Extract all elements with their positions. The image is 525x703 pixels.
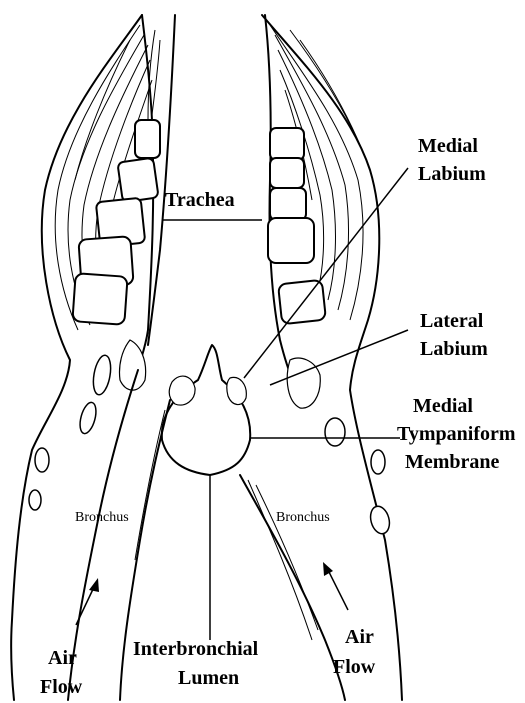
left-tracheal-wall [11, 15, 175, 700]
lateral-labium-label-line2: Labium [420, 338, 488, 360]
air-flow-arrow-left [76, 578, 99, 625]
trachea-label: Trachea [165, 189, 235, 211]
air-flow-left-label-line1: Air [48, 647, 77, 669]
right-tracheal-rings [268, 128, 326, 324]
air-flow-left-label-line2: Flow [40, 676, 83, 698]
bronchus-left-label: Bronchus [75, 510, 129, 525]
medial-labium-label-line2: Labium [418, 163, 486, 185]
mtm-label-line1: Medial [413, 395, 473, 417]
mtm-label-line2: Tympaniform [397, 423, 516, 445]
air-flow-right-label-line2: Flow [333, 656, 376, 678]
air-flow-arrow-right [323, 562, 348, 610]
medial-labia-tissue [169, 376, 246, 405]
interbronchial-lumen-label-line2: Lumen [178, 667, 239, 689]
interbronchial-lumen-label-line1: Interbronchial [133, 638, 259, 660]
bronchus-right-label: Bronchus [276, 510, 330, 525]
right-tracheal-wall [262, 15, 402, 700]
left-tracheal-rings [72, 120, 160, 325]
medial-tympaniform-membrane-shape [162, 345, 250, 475]
air-flow-right-label-line1: Air [345, 626, 374, 648]
mtm-label-line3: Membrane [405, 451, 500, 473]
medial-labium-label-line1: Medial [418, 135, 478, 157]
right-bronchus-wall [240, 475, 345, 700]
left-bronchial-rings [29, 340, 146, 510]
lateral-labium-label-line1: Lateral [420, 310, 484, 332]
